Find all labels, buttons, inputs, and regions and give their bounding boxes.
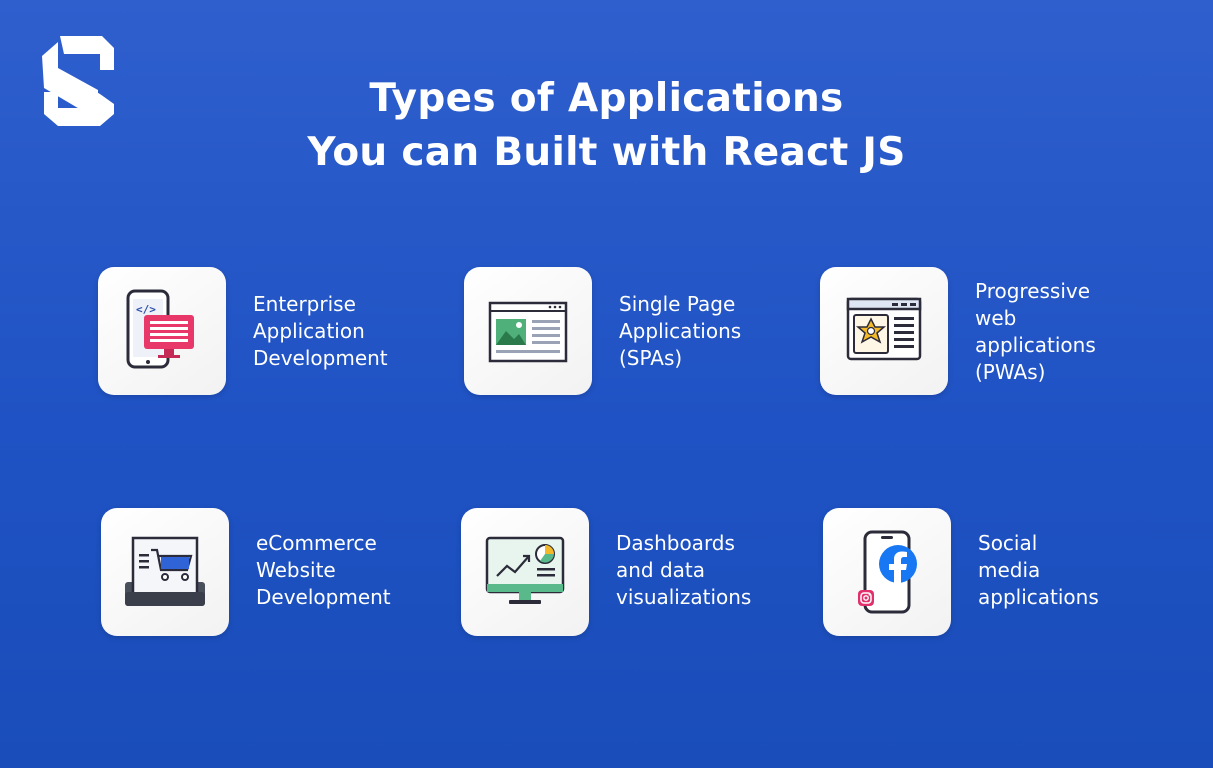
social-media-phone-icon — [858, 530, 917, 614]
enterprise-app-icon: </> — [126, 289, 194, 369]
label-dashboards-data-visualizations: Dashboards and data visualizations — [616, 531, 752, 609]
brand-logo — [40, 34, 118, 126]
title-line-1: Types of Applications — [369, 76, 844, 121]
card-single-page-applications — [464, 267, 592, 395]
label-single-page-applications: Single Page Applications (SPAs) — [619, 292, 742, 370]
label-enterprise-application: Enterprise Application Development — [253, 292, 388, 370]
label-progressive-web-applications: Progressive web applications (PWAs) — [975, 279, 1096, 384]
s-logo-icon — [42, 36, 114, 126]
card-ecommerce-website — [101, 508, 229, 636]
page-title: Types of Applications You can Built with… — [0, 72, 1213, 180]
label-social-media-applications: Social media applications — [978, 531, 1099, 609]
card-progressive-web-applications — [820, 267, 948, 395]
title-line-2: You can Built with React JS — [307, 130, 906, 175]
card-dashboards-data-visualizations — [461, 508, 589, 636]
ecommerce-cart-icon — [125, 536, 205, 606]
label-ecommerce-website: eCommerce Website Development — [256, 531, 391, 609]
single-page-app-icon — [488, 301, 568, 363]
pwa-icon — [846, 297, 922, 361]
card-enterprise-application: </> — [98, 267, 226, 395]
dashboard-chart-icon — [485, 536, 565, 604]
card-social-media-applications — [823, 508, 951, 636]
svg-text:</>: </> — [136, 303, 156, 316]
